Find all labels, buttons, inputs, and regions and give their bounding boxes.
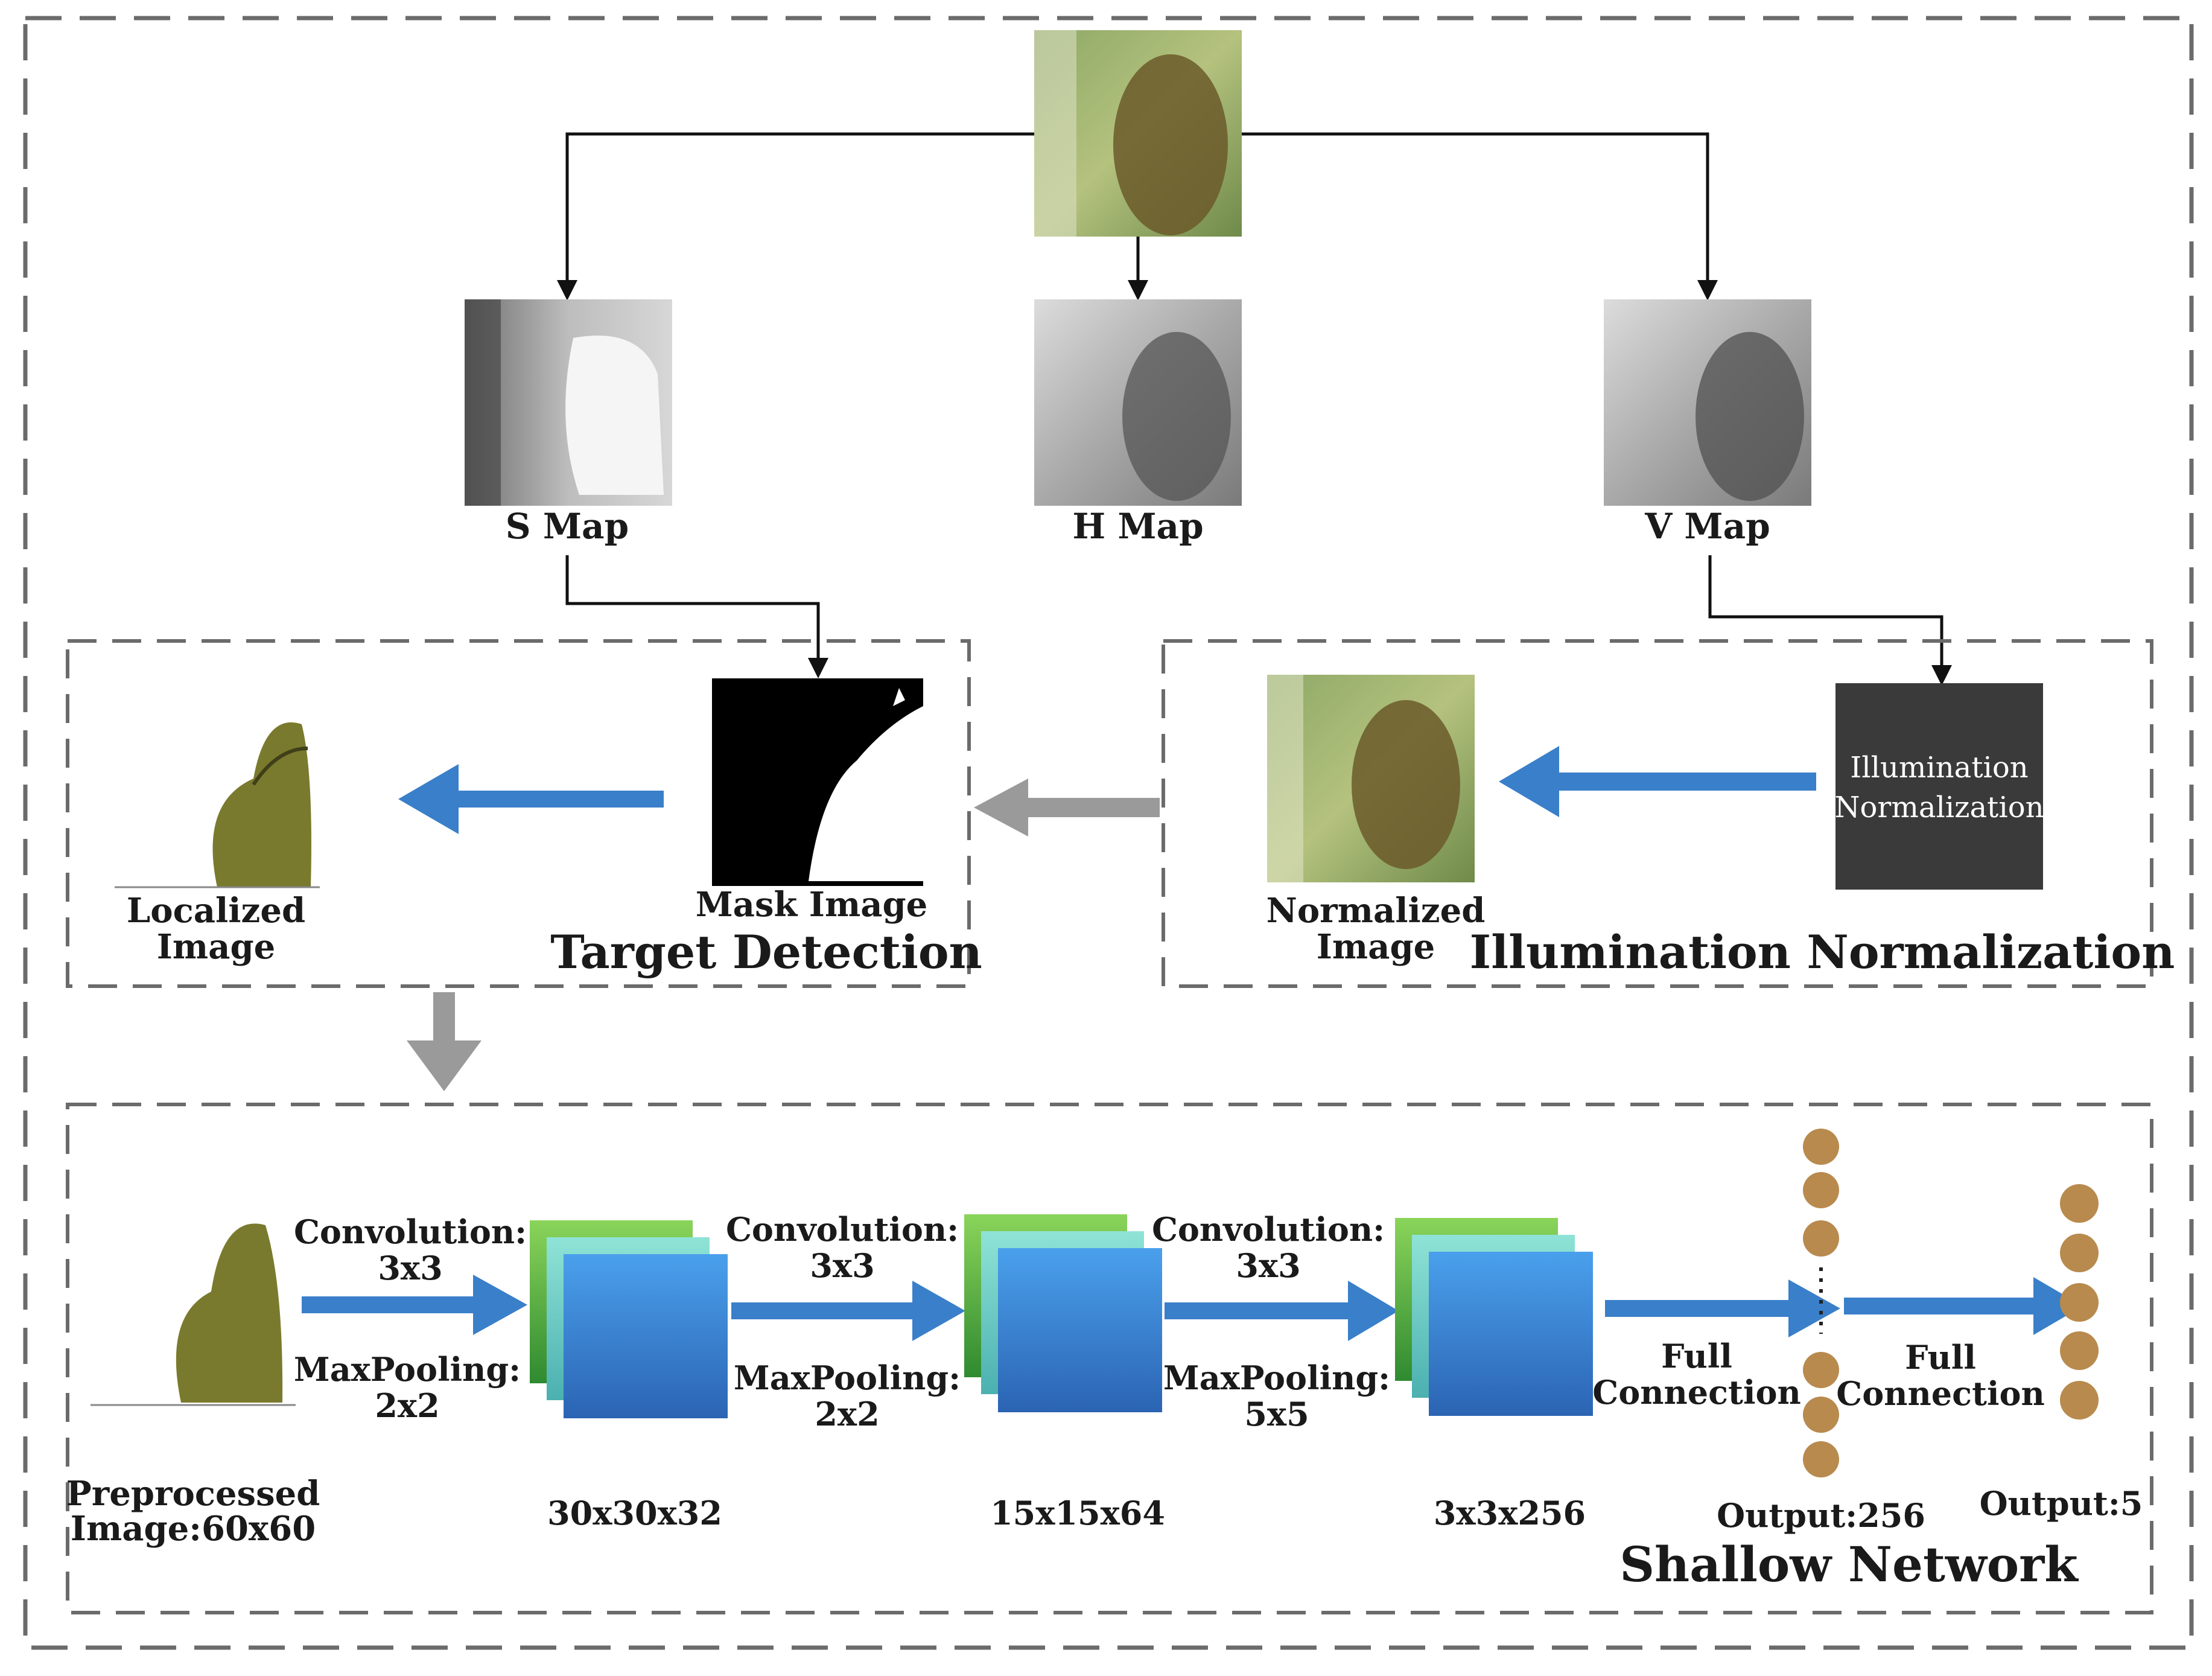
illumination-box-line-2: Normalization: [1834, 791, 2044, 824]
fc1-label-1: Full: [1661, 1337, 1732, 1375]
input-label-1: Preprocessed: [66, 1474, 320, 1514]
neuron: [1803, 1220, 1839, 1257]
stage2-conv-size: 3x3: [810, 1246, 874, 1285]
fc2-label-1: Full: [1905, 1338, 1976, 1377]
stage2-arrow: [731, 1281, 965, 1341]
stage3-arrow: [1165, 1281, 1399, 1341]
split-connectors: [557, 132, 1718, 301]
h-map-label: H Map: [1072, 506, 1203, 547]
mask-image-label: Mask Image: [696, 885, 928, 925]
v-map-label: V Map: [1644, 506, 1770, 547]
s-map-image: [465, 299, 672, 506]
mask-to-localized-arrow: [398, 764, 664, 834]
output-256-label: Output:256: [1717, 1496, 1925, 1535]
target-detection-title: Target Detection: [550, 925, 982, 979]
stage3-pool-size: 5x5: [1244, 1395, 1309, 1433]
localized-label-1: Localized: [127, 891, 305, 931]
illumination-box: [1835, 683, 2043, 890]
illumination-to-normalized-arrow: [1499, 746, 1816, 817]
stage2-conv-label: Convolution:: [726, 1210, 959, 1249]
normalized-image: [1267, 675, 1475, 882]
fc2-label-2: Connection: [1836, 1374, 2045, 1413]
output-5-neurons: [2060, 1184, 2099, 1420]
output-5-label: Output:5: [1980, 1484, 2143, 1523]
shallow-network-frame: [66, 1103, 2153, 1614]
stage3-conv-size: 3x3: [1236, 1246, 1300, 1285]
stage2-size-label: 15x15x64: [990, 1494, 1165, 1532]
normalized-to-mask-arrow: [974, 779, 1160, 836]
stage1-arrow: [302, 1275, 527, 1335]
normalized-label-2: Image: [1317, 927, 1435, 967]
normalized-label-1: Normalized: [1266, 891, 1486, 931]
neuron: [2060, 1283, 2099, 1322]
stage1-conv-size: 3x3: [378, 1249, 442, 1287]
stage1-pool-label: MaxPooling:: [294, 1350, 521, 1389]
shallow-network-title: Shallow Network: [1619, 1536, 2079, 1593]
stage1-pool-size: 2x2: [375, 1386, 439, 1425]
fc2-arrow: [1844, 1277, 2083, 1335]
h-map-image: [1034, 299, 1242, 506]
localized-label-2: Image: [157, 927, 276, 967]
neuron: [1803, 1172, 1839, 1208]
feature-map-30x30x32: [530, 1220, 728, 1418]
neuron: [2060, 1331, 2099, 1370]
neuron: [1803, 1441, 1839, 1477]
neuron: [2060, 1184, 2099, 1223]
illumination-box-line-1: Illumination: [1850, 751, 2028, 785]
stage3-pool-label: MaxPooling:: [1163, 1359, 1390, 1397]
input-label-2: Image:60x60: [71, 1509, 316, 1549]
illumination-title: Illumination Normalization: [1470, 925, 2175, 979]
feature-map-3x3x256: [1395, 1218, 1593, 1416]
localized-image: [115, 722, 320, 888]
stage1-conv-label: Convolution:: [294, 1212, 527, 1251]
neuron: [1803, 1129, 1839, 1165]
neuron: [2060, 1234, 2099, 1272]
neuron: [1803, 1352, 1839, 1388]
original-image: [1034, 30, 1242, 237]
v-map-image: [1604, 299, 1811, 506]
mask-image: [712, 678, 923, 886]
illumination-frame: [1162, 639, 2153, 988]
feature-map-15x15x64: [964, 1214, 1162, 1412]
stage3-size-label: 3x3x256: [1434, 1494, 1586, 1532]
s-map-label: S Map: [506, 506, 629, 547]
stage3-conv-label: Convolution:: [1152, 1210, 1385, 1249]
preprocessed-image: [91, 1223, 296, 1406]
stage1-size-label: 30x30x32: [547, 1494, 722, 1532]
stage2-pool-size: 2x2: [815, 1395, 879, 1433]
output-256-neurons: [1803, 1129, 1839, 1477]
target-detection-frame: [66, 639, 971, 988]
v-to-illumination-connector: [1708, 555, 1952, 686]
neuron: [1803, 1397, 1839, 1433]
to-network-arrow: [407, 992, 481, 1091]
fc1-arrow: [1605, 1279, 1840, 1337]
fc1-label-2: Connection: [1592, 1373, 1801, 1412]
stage2-pool-label: MaxPooling:: [734, 1359, 961, 1397]
neuron: [2060, 1381, 2099, 1420]
s-to-mask-connector: [565, 555, 828, 678]
